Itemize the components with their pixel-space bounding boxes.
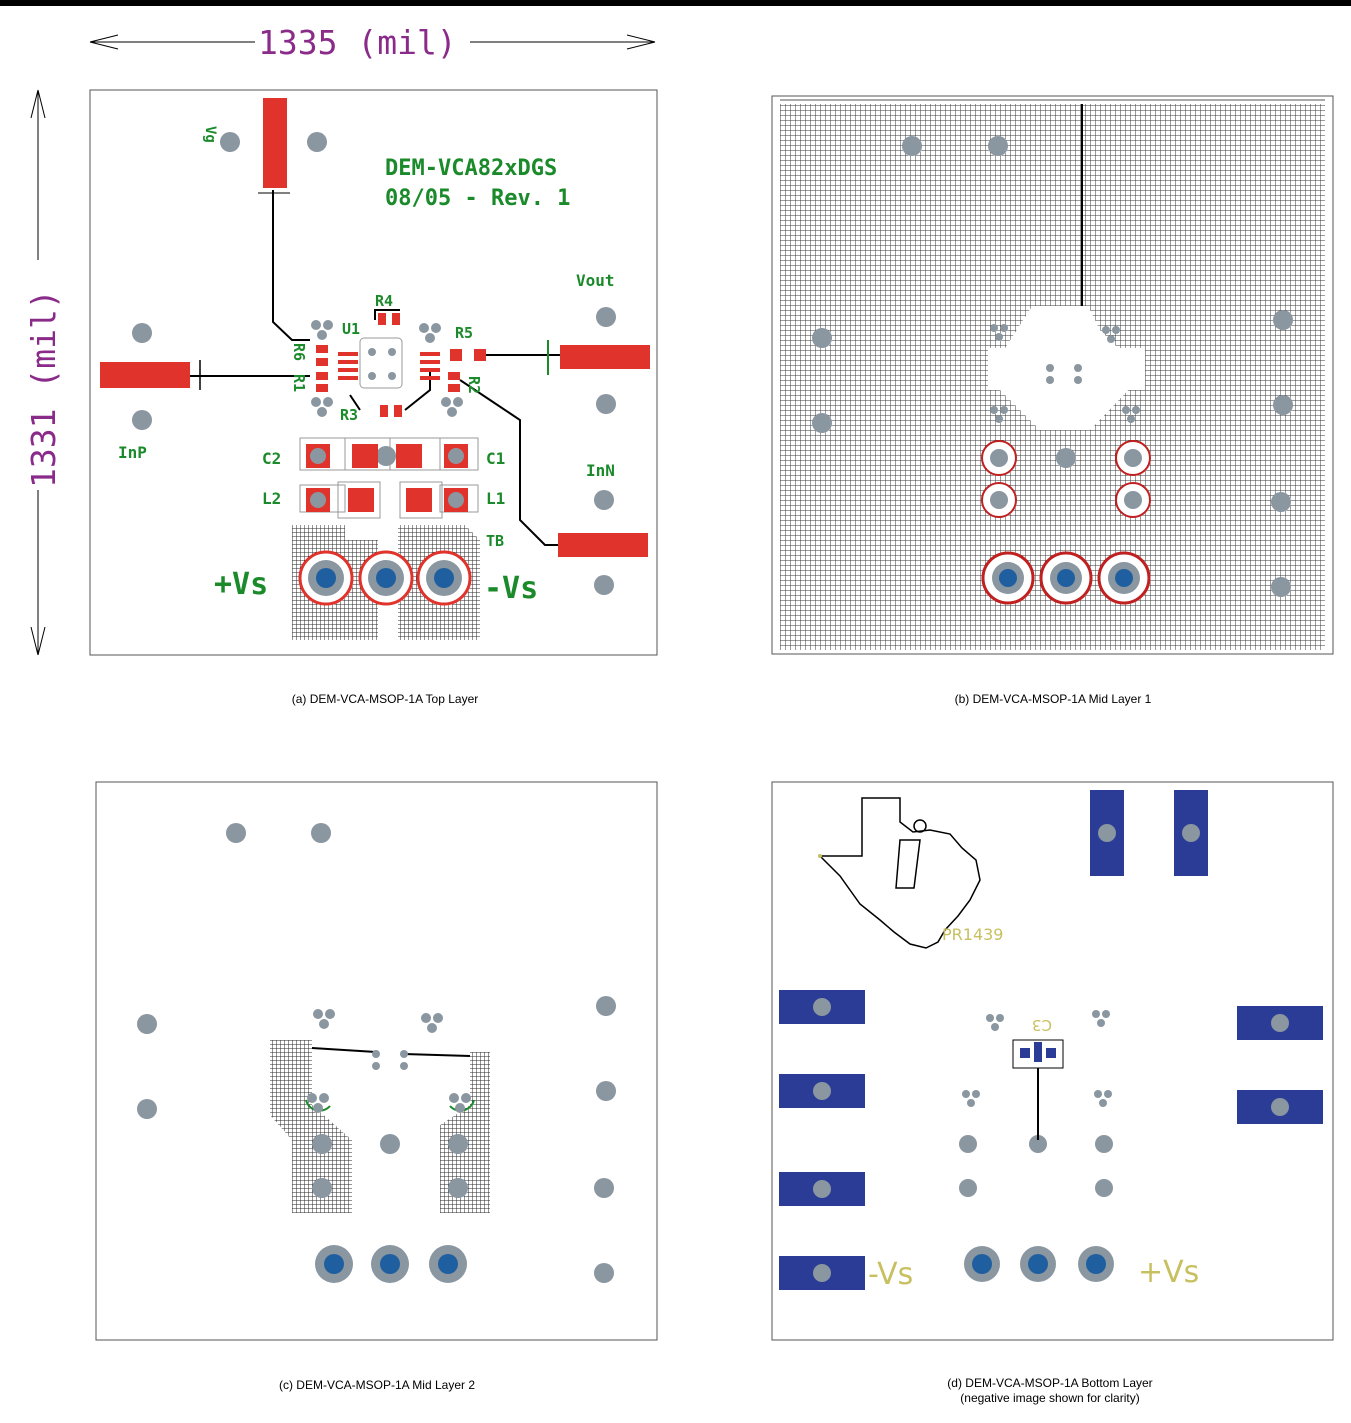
caption-mid-layer-2: (c) DEM-VCA-MSOP-1A Mid Layer 2 (278, 1378, 476, 1392)
inp-connector-pad (100, 362, 190, 388)
label-r2: R2 (465, 376, 483, 394)
label-inp: InP (118, 443, 147, 462)
label-c1: C1 (486, 449, 505, 468)
label-inn: InN (586, 461, 615, 480)
label-l2: L2 (262, 489, 281, 508)
label-c3: C3 (1032, 1016, 1052, 1034)
label-vg: Vg (202, 126, 218, 143)
label-vs-minus: -Vs (484, 571, 538, 606)
board-revision: 08/05 - Rev. 1 (385, 186, 570, 211)
caption-bottom-line1: (d) DEM-VCA-MSOP-1A Bottom Layer (947, 1376, 1153, 1390)
panel-bottom-layer: PR1439 C3 (771, 781, 1334, 1341)
width-label: 1335 (mil) (258, 23, 457, 62)
height-dimension: 1331 (mil) (24, 89, 63, 656)
panel-top-layer: DEM-VCA82xDGS 08/05 - Rev. 1 Vg Vout InP… (89, 89, 658, 656)
vg-connector-pad (263, 98, 287, 188)
panel-mid-layer-1 (771, 95, 1334, 655)
left-plane (270, 1040, 352, 1213)
label-bottom-vs-plus: +Vs (1138, 1255, 1199, 1290)
label-c2: C2 (262, 449, 281, 468)
label-tb: TB (486, 532, 504, 550)
label-u1: U1 (342, 320, 360, 338)
caption-mid-layer-1: (b) DEM-VCA-MSOP-1A Mid Layer 1 (954, 692, 1152, 706)
ti-logo (818, 797, 981, 949)
label-r5: R5 (455, 324, 473, 342)
label-vout: Vout (576, 271, 615, 290)
caption-bottom-layer: (d) DEM-VCA-MSOP-1A Bottom Layer (negati… (800, 1376, 1300, 1406)
top-border (0, 0, 1351, 6)
label-bottom-vs-minus: -Vs (868, 1257, 913, 1292)
part-number: PR1439 (942, 925, 1003, 944)
label-r6: R6 (290, 343, 308, 361)
label-r3: R3 (340, 406, 358, 424)
right-plane (440, 1052, 490, 1213)
vout-connector-pad (560, 345, 650, 369)
board-title: DEM-VCA82xDGS (385, 156, 557, 181)
label-l1: L1 (486, 489, 505, 508)
height-label: 1331 (mil) (24, 289, 63, 488)
ground-cutout (988, 306, 1145, 430)
caption-top-layer: (a) DEM-VCA-MSOP-1A Top Layer (291, 692, 479, 706)
width-dimension: 1335 (mil) (89, 23, 656, 62)
top-power-terminals (298, 550, 472, 606)
label-vs-plus: +Vs (214, 567, 268, 602)
inn-connector-pad (558, 533, 648, 557)
label-r4: R4 (375, 292, 393, 310)
label-r1: R1 (290, 374, 308, 392)
caption-bottom-line2: (negative image shown for clarity) (960, 1391, 1140, 1405)
panel-mid-layer-2 (95, 781, 658, 1341)
